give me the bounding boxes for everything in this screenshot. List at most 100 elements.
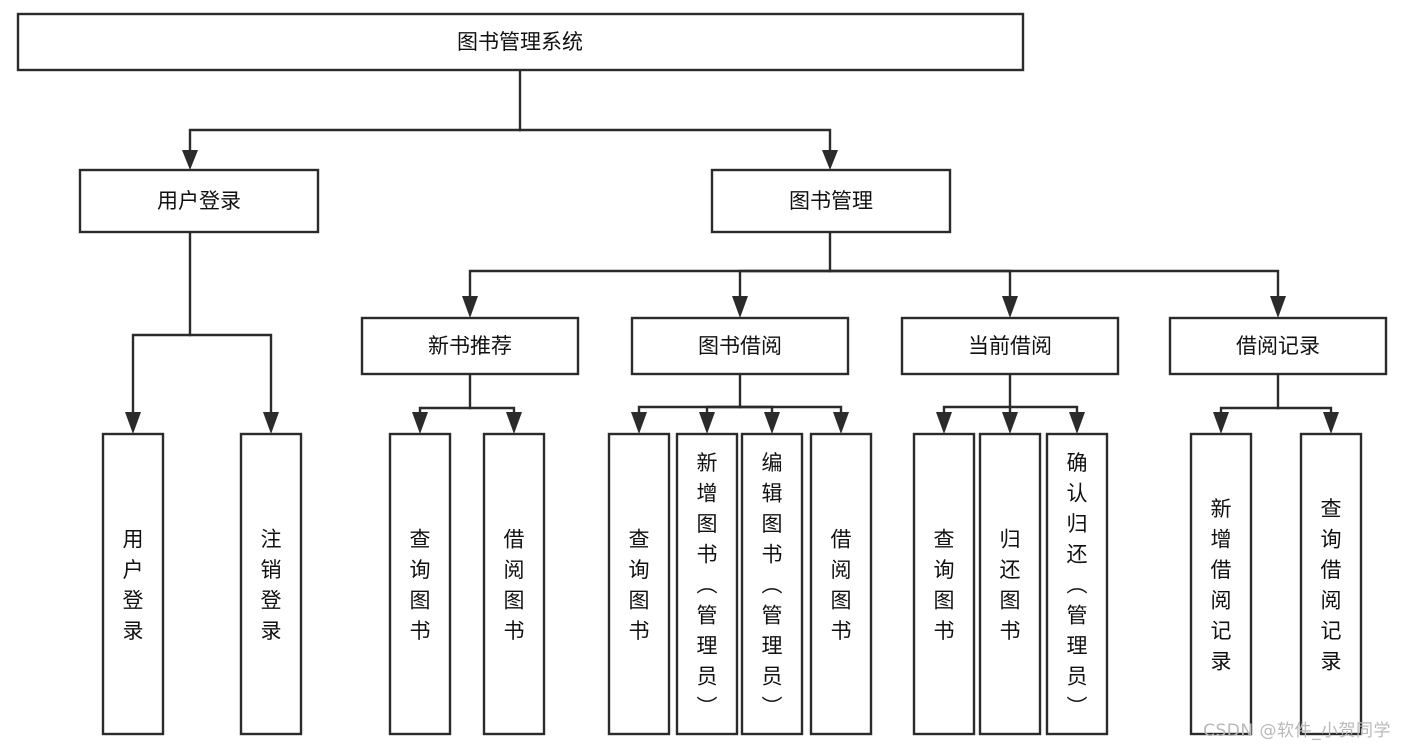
leaf-label-glyph: 图: [934, 588, 955, 612]
leaf-label-glyph: 户: [123, 558, 144, 582]
leaf-label-glyph: 编: [762, 451, 783, 475]
arrow-head-bookmgmt-child-0: [462, 296, 478, 318]
leaf-label-glyph: 图: [410, 588, 431, 612]
node-root-label: 图书管理系统: [457, 30, 583, 54]
leaf-user-login-0-box[interactable]: [101, 432, 165, 736]
leaf-label-glyph: 查: [410, 527, 431, 551]
leaf-label-glyph: 询: [410, 558, 431, 582]
node-root-box[interactable]: [16, 12, 1025, 72]
leaf-label-glyph: 图: [629, 588, 650, 612]
arrow-head-bookmgmt-child-1: [732, 296, 748, 318]
leaf-label-glyph: 还: [1000, 558, 1021, 582]
node-user-login[interactable]: 用户登录: [78, 168, 320, 234]
leaf-borrow-records-1-box[interactable]: [1299, 432, 1363, 736]
connector-borrowrecords-leaf-1: [1276, 406, 1333, 422]
connector-currentborrow-leaf-2: [1008, 405, 1079, 422]
leaf-label-glyph: 管: [1067, 604, 1088, 628]
node-book-borrow[interactable]: 图书借阅: [630, 316, 850, 376]
leaf-label-glyph: 录: [1211, 649, 1232, 673]
leaf-label-glyph: （: [759, 574, 783, 595]
arrow-head-bookborrow-leaf-2: [764, 412, 780, 434]
node-new-book-recommend-box[interactable]: [360, 316, 580, 376]
leaf-label-glyph: 借: [1321, 558, 1342, 582]
leaf-user-login-0-label: 用户登录: [123, 527, 144, 643]
node-user-login-box[interactable]: [78, 168, 320, 234]
leaf-new-book-1-box[interactable]: [482, 432, 546, 736]
leaf-label-glyph: 阅: [1211, 588, 1232, 612]
leaf-current-borrow-1-box[interactable]: [978, 432, 1042, 736]
leaf-label-glyph: 理: [1067, 634, 1088, 658]
leaf-label-glyph: 阅: [504, 558, 525, 582]
node-current-borrow-box[interactable]: [900, 316, 1120, 376]
leaf-new-book-0-box[interactable]: [388, 432, 452, 736]
arrow-head-currentborrow-leaf-2: [1069, 412, 1085, 434]
leaf-label-glyph: 登: [123, 588, 144, 612]
leaf-node[interactable]: 用户登录: [101, 432, 165, 736]
connector-group-user-login: [125, 230, 279, 434]
node-new-book-recommend[interactable]: 新书推荐: [360, 316, 580, 376]
leaf-label-glyph: 查: [934, 527, 955, 551]
arrow-head-currentborrow-leaf-0: [936, 412, 952, 434]
leaf-user-login-1-box[interactable]: [239, 432, 303, 736]
leaf-label-glyph: 增: [697, 482, 718, 506]
leaf-label-glyph: 询: [1321, 527, 1342, 551]
leaf-current-borrow-0-box[interactable]: [912, 432, 976, 736]
node-borrow-records-box[interactable]: [1168, 316, 1388, 376]
node-book-management[interactable]: 图书管理: [710, 168, 952, 234]
leaf-label-glyph: 图: [697, 512, 718, 536]
leaf-current-borrow-2-box[interactable]: [1045, 432, 1109, 736]
arrow-head-userlogin-leaf-0: [125, 412, 141, 434]
node-root[interactable]: 图书管理系统: [16, 12, 1025, 72]
leaf-label-glyph: 销: [261, 558, 282, 582]
leaf-label-glyph: 图: [762, 512, 783, 536]
leaf-book-borrow-3-box[interactable]: [809, 432, 873, 736]
connector-group-current-borrow: [936, 372, 1085, 434]
leaf-label-glyph: 理: [697, 634, 718, 658]
leaf-book-borrow-1-box[interactable]: [675, 432, 739, 736]
connector-bookmgmt-child-3: [828, 269, 1280, 302]
node-book-management-label: 图书管理: [789, 189, 873, 213]
connector-group-book-borrow: [631, 372, 849, 434]
leaf-label-glyph: 阅: [1321, 588, 1342, 612]
leaf-label-glyph: 书: [410, 619, 431, 643]
connector-userlogin-leaf-0: [131, 230, 192, 422]
leaf-label-glyph: 管: [697, 604, 718, 628]
leaf-label-glyph: 借: [1211, 558, 1232, 582]
node-book-management-box[interactable]: [710, 168, 952, 234]
leaf-borrow-records-0-box[interactable]: [1189, 432, 1253, 736]
leaf-book-borrow-2-box[interactable]: [740, 432, 804, 736]
leaf-label-glyph: 书: [1000, 619, 1021, 643]
arrow-head-userlogin-leaf-1: [263, 412, 279, 434]
leaf-label-glyph: 书: [629, 619, 650, 643]
leaf-label-glyph: 借: [831, 527, 852, 551]
csdn-watermark: CSDN @软件_小贺同学: [1203, 721, 1391, 741]
node-borrow-records[interactable]: 借阅记录: [1168, 316, 1388, 376]
leaf-label-glyph: （: [1064, 574, 1088, 595]
node-book-borrow-box[interactable]: [630, 316, 850, 376]
leaf-label-glyph: 新: [697, 451, 718, 475]
leaf-label-glyph: 员: [697, 665, 718, 689]
leaf-book-borrow-0-box[interactable]: [607, 432, 671, 736]
arrow-head-book-mgmt: [822, 150, 838, 170]
node-current-borrow[interactable]: 当前借阅: [900, 316, 1120, 376]
